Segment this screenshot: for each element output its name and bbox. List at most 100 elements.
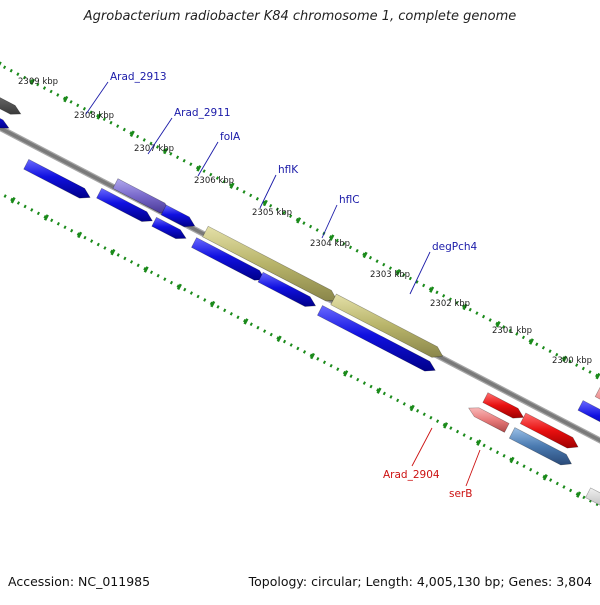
inner-tick-mark [582,495,586,500]
page-title: Agrobacterium radiobacter K84 chromosome… [83,9,517,24]
inner-tick-mark [349,374,353,378]
outer-tick-mark [149,141,153,146]
inner-tick-mark [455,429,460,434]
feature-arad-2904[interactable] [468,407,510,433]
outer-tick-mark [541,345,546,350]
outer-tick-mark [136,134,140,139]
inner-tick-mark [236,315,240,320]
gene-label[interactable]: degPch4 [432,241,478,253]
ruler-label: 2308 kbp [74,111,114,121]
inner-tick-mark [595,502,599,507]
inner-tick-mark [435,419,440,423]
gene-label[interactable]: folA [220,131,241,143]
inner-tick-mark [63,225,67,230]
feature-gray[interactable] [0,76,22,115]
gene-label[interactable]: Arad_2911 [174,107,231,119]
inner-tick-mark [223,308,227,313]
outer-tick-mark [568,359,572,364]
feature-cds[interactable] [96,187,153,222]
outer-tick-mark [102,117,106,121]
outer-tick-mark [468,307,472,312]
gene-label[interactable]: Arad_2904 [383,469,440,481]
outer-tick-mark [142,138,146,142]
inner-tick-mark [316,357,320,361]
outer-tick-mark [342,242,346,246]
gene-label[interactable]: serB [449,488,472,500]
outer-major-tick [329,234,335,241]
outer-tick-mark [242,190,246,194]
outer-tick-mark [422,283,426,288]
inner-tick-mark [296,346,300,351]
outer-tick-mark [82,107,86,111]
outer-tick-mark [69,100,73,104]
inner-tick-mark [522,464,526,468]
inner-tick-mark [495,450,500,455]
gene-leader-line [465,449,481,487]
feature-cds[interactable] [577,400,600,435]
inner-major-tick [10,196,16,204]
inner-tick-mark [462,433,466,437]
inner-tick-mark [396,398,400,403]
inner-tick-mark [50,218,54,223]
ruler-label: 2307 kbp [134,144,174,154]
outer-tick-mark [89,110,93,115]
outer-tick-mark [22,75,27,80]
outer-major-tick [196,165,202,172]
feature-cds[interactable] [257,271,317,307]
outer-major-tick [0,61,2,66]
feature-hflk[interactable] [202,225,338,302]
inner-tick-mark [136,263,140,268]
gene-label[interactable]: hflC [339,194,360,206]
gene-leader-line [259,174,277,209]
inner-tick-mark [502,454,506,458]
feature-degpch4[interactable] [330,293,444,358]
outer-tick-mark [122,127,126,132]
inner-tick-mark [588,499,593,503]
outer-major-tick [528,338,534,345]
feature-gray[interactable] [585,487,600,526]
inner-major-tick [310,352,315,360]
inner-tick-mark [569,488,573,493]
gene-label[interactable]: hflK [278,164,299,176]
inner-tick-mark [535,471,539,475]
inner-tick-mark [196,294,200,299]
feature-pink[interactable] [594,386,600,424]
outer-tick-mark [275,207,279,212]
outer-tick-mark [189,162,193,167]
ruler-label: 2300 kbp [552,356,592,366]
feature-cds[interactable] [23,158,91,199]
outer-tick-mark [202,169,206,173]
outer-tick-mark [222,179,226,184]
gene-leader-line [147,117,173,155]
inner-tick-mark [129,260,134,264]
inner-tick-mark [289,343,293,347]
inner-tick-mark [356,377,360,382]
inner-tick-mark [56,221,60,226]
outer-tick-mark [521,335,526,340]
gene-label[interactable]: Arad_2913 [110,71,167,83]
outer-tick-mark [9,68,13,73]
feature-cds[interactable] [0,107,10,129]
outer-tick-mark [116,124,120,128]
outer-major-tick [495,320,501,328]
feature-cds[interactable] [317,305,436,372]
outer-tick-mark [235,186,239,191]
feature-cds-red[interactable] [482,392,525,419]
feature-cds-red[interactable] [519,412,579,449]
outer-tick-mark [415,280,419,284]
ruler-label: 2304 kbp [310,239,350,249]
gene-leader-line [411,427,433,467]
outer-major-tick [362,251,368,259]
inner-tick-mark [449,426,453,430]
inner-tick-mark [549,478,553,482]
feature-serb[interactable] [508,427,572,466]
inner-tick-mark [16,201,21,205]
feature-cds[interactable] [151,216,187,239]
inner-tick-mark [482,443,486,448]
inner-major-tick [343,370,349,377]
outer-tick-mark [442,294,446,298]
outer-major-tick [30,78,36,86]
inner-tick-mark [23,204,27,209]
feature-fola[interactable] [160,204,196,228]
